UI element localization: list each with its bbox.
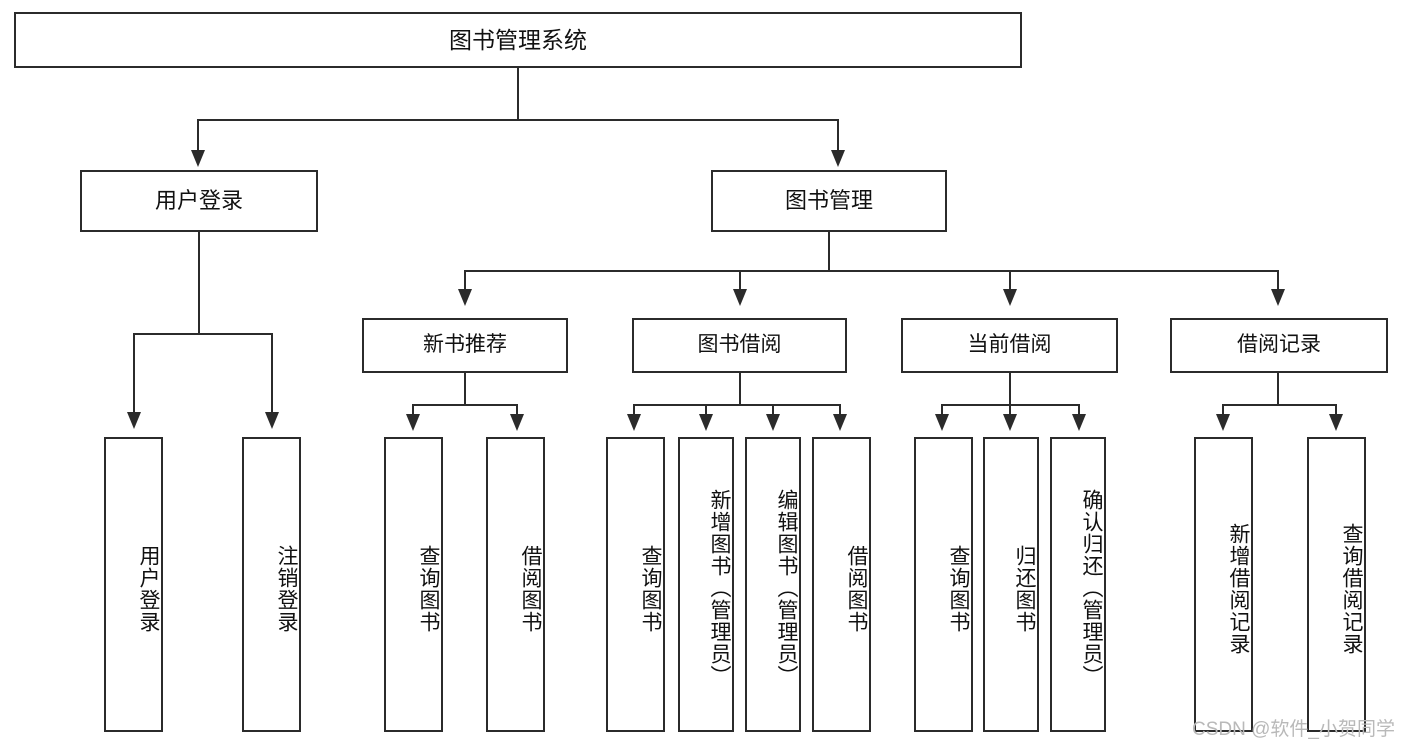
node-book-borrow[interactable]: 图书借阅: [632, 318, 847, 373]
leaf-query-book-recommend[interactable]: 查询图书: [384, 437, 443, 732]
edge-cb-to-leaf-2: [1009, 404, 1011, 417]
arrow-bb-to-leaf-1: [627, 414, 641, 431]
leaf-add-borrow-record[interactable]: 新增借阅记录: [1194, 437, 1253, 732]
arrow-bb-to-leaf-2: [699, 414, 713, 431]
node-label: 当前借阅: [967, 333, 1052, 357]
node-book-management[interactable]: 图书管理: [711, 170, 947, 232]
arrow-bb-to-leaf-3: [766, 414, 780, 431]
edge-cb-to-leaf-1: [941, 404, 943, 417]
edge-book-borrow-stem: [739, 373, 741, 405]
edge-user-login-stem: [198, 232, 200, 334]
node-label: 新增借阅记录: [1227, 522, 1250, 655]
node-label: 用户登录: [154, 188, 243, 214]
leaf-user-login[interactable]: 用户登录: [104, 437, 163, 732]
arrow-bb-to-leaf-4: [833, 414, 847, 431]
node-label: 用户登录: [137, 544, 160, 633]
edge-root-bus: [197, 119, 839, 121]
edge-bb-to-leaf-2: [705, 404, 707, 417]
edge-root-to-book-manage: [837, 119, 839, 152]
node-label: 新增图书（管理员）: [708, 488, 731, 687]
node-label: 新书推荐: [423, 333, 507, 357]
node-label: 借阅图书: [519, 544, 542, 633]
edge-br-to-leaf-1: [1222, 404, 1224, 417]
edge-root-stem: [517, 68, 519, 120]
edge-br-to-leaf-2: [1335, 404, 1337, 417]
node-root-system[interactable]: 图书管理系统: [14, 12, 1022, 68]
edge-book-management-stem: [828, 232, 830, 272]
arrow-user-login-to-leaf-2: [265, 412, 279, 429]
arrow-br-to-leaf-2: [1329, 414, 1343, 431]
edge-bb-to-leaf-4: [839, 404, 841, 417]
node-user-login[interactable]: 用户登录: [80, 170, 318, 232]
edge-user-login-bus: [133, 333, 273, 335]
leaf-logout[interactable]: 注销登录: [242, 437, 301, 732]
arrow-cb-to-leaf-2: [1003, 414, 1017, 431]
edge-new-book-bus: [412, 404, 518, 406]
node-borrow-record[interactable]: 借阅记录: [1170, 318, 1388, 373]
arrow-cb-to-leaf-3: [1072, 414, 1086, 431]
leaf-add-book-admin[interactable]: 新增图书（管理员）: [678, 437, 734, 732]
node-label: 注销登录: [275, 544, 298, 633]
edge-bm-to-new-book: [464, 270, 466, 292]
node-label: 查询借阅记录: [1340, 522, 1363, 655]
node-label: 图书借阅: [697, 333, 782, 357]
node-label: 归还图书: [1013, 544, 1036, 633]
edge-bb-to-leaf-1: [633, 404, 635, 417]
arrow-bm-to-current: [1003, 289, 1017, 306]
arrow-br-to-leaf-1: [1216, 414, 1230, 431]
arrow-bm-to-new-book: [458, 289, 472, 306]
node-current-borrow[interactable]: 当前借阅: [901, 318, 1118, 373]
leaf-return-book[interactable]: 归还图书: [983, 437, 1039, 732]
edge-book-borrow-bus: [633, 404, 841, 406]
node-label: 图书管理系统: [449, 26, 587, 53]
edge-bm-to-borrow: [739, 270, 741, 292]
edge-bm-to-current: [1009, 270, 1011, 292]
node-label: 确认归还（管理员）: [1080, 488, 1103, 687]
node-label: 查询图书: [417, 544, 440, 633]
leaf-edit-book-admin[interactable]: 编辑图书（管理员）: [745, 437, 801, 732]
leaf-confirm-return-admin[interactable]: 确认归还（管理员）: [1050, 437, 1106, 732]
leaf-borrow-book[interactable]: 借阅图书: [812, 437, 871, 732]
edge-book-management-bus: [464, 270, 1278, 272]
leaf-query-book-borrow[interactable]: 查询图书: [606, 437, 665, 732]
edge-borrow-record-bus: [1222, 404, 1337, 406]
node-label: 借阅记录: [1237, 333, 1321, 357]
edge-current-borrow-stem: [1009, 373, 1011, 405]
edge-user-login-to-leaf-2: [271, 333, 273, 415]
node-label: 查询图书: [639, 544, 662, 633]
edge-bb-to-leaf-3: [772, 404, 774, 417]
arrow-bm-to-record: [1271, 289, 1285, 306]
arrow-new-book-to-leaf-1: [406, 414, 420, 431]
node-label: 借阅图书: [845, 544, 868, 633]
edge-new-book-to-leaf-1: [412, 404, 414, 417]
node-label: 编辑图书（管理员）: [775, 488, 798, 687]
arrow-root-to-book-manage: [831, 150, 845, 167]
arrow-new-book-to-leaf-2: [510, 414, 524, 431]
node-label: 图书管理: [784, 188, 873, 214]
arrow-root-to-user-login: [191, 150, 205, 167]
node-new-book-recommend[interactable]: 新书推荐: [362, 318, 568, 373]
arrow-cb-to-leaf-1: [935, 414, 949, 431]
edge-new-book-stem: [464, 373, 466, 405]
arrow-bm-to-borrow: [733, 289, 747, 306]
edge-borrow-record-stem: [1277, 373, 1279, 405]
edge-user-login-to-leaf-1: [133, 333, 135, 415]
edge-root-to-user-login: [197, 119, 199, 152]
leaf-query-borrow-record[interactable]: 查询借阅记录: [1307, 437, 1366, 732]
leaf-borrow-book-recommend[interactable]: 借阅图书: [486, 437, 545, 732]
edge-bm-to-record: [1277, 270, 1279, 292]
edge-new-book-to-leaf-2: [516, 404, 518, 417]
leaf-query-book-current[interactable]: 查询图书: [914, 437, 973, 732]
edge-cb-to-leaf-3: [1078, 404, 1080, 417]
csdn-watermark: CSDN @软件_小贺同学: [1192, 719, 1395, 740]
node-label: 查询图书: [947, 544, 970, 633]
arrow-user-login-to-leaf-1: [127, 412, 141, 429]
